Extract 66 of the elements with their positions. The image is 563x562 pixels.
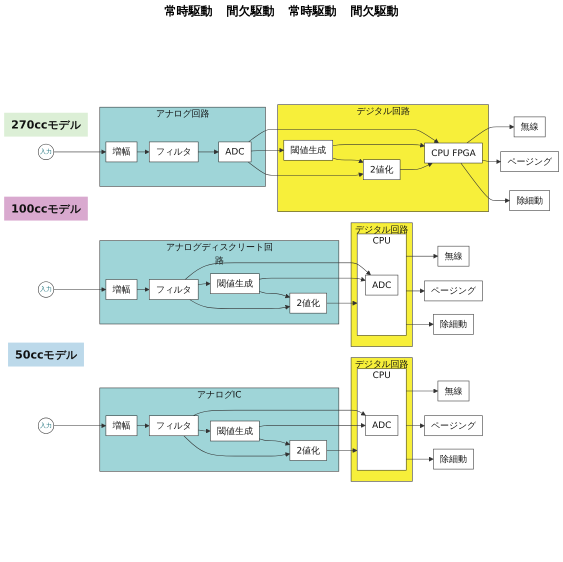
node-box: 無線 xyxy=(514,116,546,137)
arrow xyxy=(198,428,211,433)
arrow xyxy=(406,456,434,462)
arrow xyxy=(259,290,290,298)
arrow xyxy=(332,157,364,163)
node-box: 無線 xyxy=(438,245,470,266)
drive-mode-label: 間欠駆動 xyxy=(226,3,274,20)
node-box: 除細動 xyxy=(509,190,550,210)
node-box: フィルタ xyxy=(148,414,198,436)
arrow xyxy=(248,161,364,177)
arrow xyxy=(326,448,358,452)
node-box: 無線 xyxy=(438,380,470,401)
node-box: CPU FPGA xyxy=(424,142,483,163)
node-box: ページング xyxy=(424,280,483,301)
arrow xyxy=(184,262,371,280)
node-box: 除細動 xyxy=(433,313,474,334)
node-box: ADC xyxy=(218,141,252,162)
arrow xyxy=(332,142,425,148)
node-box: ページング xyxy=(500,150,559,172)
node-box: 2値化 xyxy=(290,292,327,313)
arrow xyxy=(406,288,425,293)
arrow xyxy=(406,253,438,258)
arrow xyxy=(259,438,290,446)
arrow xyxy=(406,321,434,326)
arrow xyxy=(259,422,366,428)
arrow xyxy=(326,300,358,306)
node-box: 100ccモデル xyxy=(4,196,88,220)
node-box: 増幅 xyxy=(106,414,138,436)
drive-mode-label: 常時駆動 xyxy=(288,3,336,20)
node-box: フィルタ xyxy=(148,278,198,300)
node-box: 閾値生成 xyxy=(284,139,333,160)
node-box: 2値化 xyxy=(363,158,400,180)
arrow xyxy=(189,298,290,310)
node-box: フィルタ xyxy=(148,141,198,162)
node-box: 除細動 xyxy=(433,448,474,469)
node-box: ADC xyxy=(365,274,398,295)
node-box: ページング xyxy=(424,414,483,436)
arrow xyxy=(54,286,106,292)
node-box: 増幅 xyxy=(106,278,138,300)
node-box: 50ccモデル xyxy=(8,342,84,366)
arrow xyxy=(54,148,106,154)
arrow xyxy=(248,128,439,143)
arrow xyxy=(136,286,150,292)
drive-mode-label: 間欠駆動 xyxy=(350,3,398,20)
node-box: 閾値生成 xyxy=(210,272,260,294)
arrow xyxy=(54,422,106,428)
arrow xyxy=(400,162,433,170)
arrow xyxy=(136,148,150,154)
arrow xyxy=(198,280,211,286)
node-box: 閾値生成 xyxy=(210,420,260,441)
arrow xyxy=(406,388,438,393)
arrow xyxy=(250,147,284,152)
arrow xyxy=(259,276,366,282)
node-box: ADC xyxy=(365,414,398,436)
node-box: 増幅 xyxy=(106,141,138,162)
arrow xyxy=(466,124,514,143)
arrow xyxy=(136,422,150,428)
arrow xyxy=(198,148,219,154)
arrow xyxy=(406,422,425,428)
arrow xyxy=(460,162,510,203)
arrow xyxy=(482,158,501,164)
arrow xyxy=(193,409,366,416)
drive-mode-label: 常時駆動 xyxy=(164,3,212,20)
node-box: 270ccモデル xyxy=(4,112,88,136)
node-box: 2値化 xyxy=(290,440,327,460)
arrow xyxy=(184,434,290,457)
